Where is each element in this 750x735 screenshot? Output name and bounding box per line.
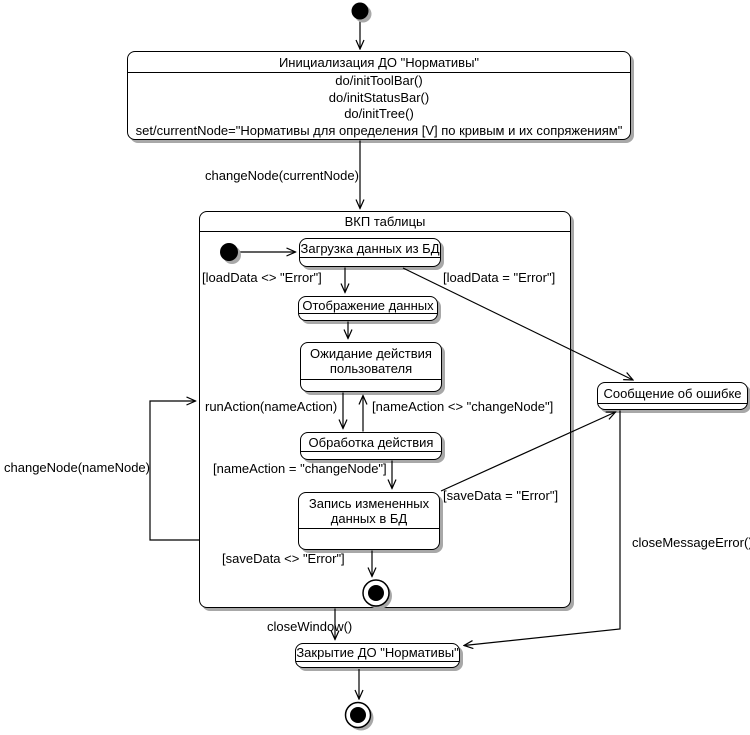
state-compartment-divider: [300, 257, 440, 266]
state-title: Закрытие ДО "Нормативы": [296, 645, 459, 660]
state-action-line: set/currentNode="Нормативы для определен…: [135, 122, 623, 138]
transition-label-runaction: runAction(nameAction): [205, 399, 338, 414]
state-compartment-divider: [301, 451, 441, 459]
guard-label-nameaction-not-changenode: [nameAction <> "changeNode"]: [372, 399, 554, 414]
guard-label-nameaction-changenode: [nameAction = "changeNode"]: [213, 461, 387, 476]
state-compartment-divider: [299, 528, 439, 549]
state-soobshchenie-ob-oshibke: Сообщение об ошибке: [597, 382, 748, 410]
state-actions: do/initToolBar() do/initStatusBar() do/i…: [128, 73, 630, 139]
state-action-line: do/initStatusBar(): [328, 89, 430, 105]
state-title: Ожидание действия пользователя: [310, 346, 432, 376]
state-init-do-normativy: Инициализация ДО "Нормативы" do/initTool…: [127, 51, 631, 140]
state-compartment-divider: [301, 379, 441, 391]
guard-label-savedata-error: [saveData = "Error"]: [443, 488, 559, 503]
guard-label-loaddata-error: [loadData = "Error"]: [443, 270, 556, 285]
state-title: ВКП таблицы: [200, 212, 570, 232]
state-action-line: do/initTree(): [344, 106, 414, 122]
state-otobrazhenie-dannyh: Отображение данных: [298, 296, 438, 321]
state-title: Обработка действия: [308, 434, 434, 450]
state-title: Отображение данных: [302, 297, 434, 313]
state-zapis-izmenennyh-dannyh-v-bd: Запись измененных данных в БД: [298, 492, 440, 550]
state-zagruzka-dannyh-iz-bd: Загрузка данных из БД: [299, 238, 441, 267]
state-title: Инициализация ДО "Нормативы": [128, 52, 630, 73]
state-action-line: do/initToolBar(): [335, 73, 423, 89]
state-title: Сообщение об ошибке: [603, 385, 742, 401]
transition-arrow-vkp-self-changenode: [149, 401, 199, 541]
state-compartment-divider: [299, 313, 437, 320]
transition-label-changenode-currentnode: changeNode(currentNode): [205, 168, 359, 183]
state-compartment-divider: [296, 661, 459, 667]
state-title: Запись измененных данных в БД: [308, 495, 430, 526]
state-obrabotka-deystviya: Обработка действия: [300, 432, 442, 460]
state-title: Загрузка данных из БД: [300, 240, 440, 256]
guard-label-loaddata-ok: [loadData <> "Error"]: [202, 270, 322, 285]
guard-label-savedata-ok: [saveData <> "Error"]: [222, 551, 345, 566]
transition-label-changenode-namenode: changeNode(nameNode): [4, 460, 150, 475]
transition-label-closewindow: closeWindow(): [267, 619, 353, 634]
state-compartment-divider: [598, 403, 747, 409]
state-zakrytie-do-normativy: Закрытие ДО "Нормативы": [295, 643, 460, 668]
final-node-bottom: [344, 701, 374, 731]
state-ozhidanie-deystviya-polzovatelya: Ожидание действия пользователя: [300, 342, 442, 392]
initial-node-top: [351, 2, 372, 23]
transition-label-closemessageerror: closeMessageError(): [632, 535, 750, 550]
